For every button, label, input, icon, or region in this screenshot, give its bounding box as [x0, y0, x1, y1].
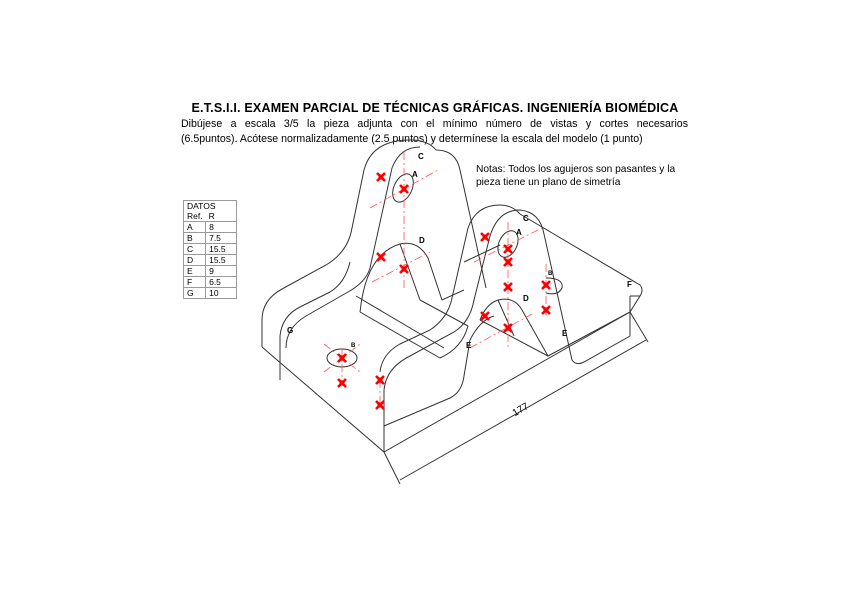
label-a1: A [412, 170, 418, 179]
label-e2: E [562, 329, 568, 338]
dimension-177: 177 [511, 401, 531, 419]
data-table-title: DATOS [182, 200, 238, 211]
label-g: G [287, 326, 293, 335]
instructions: Dibújese a escala 3/5 la pieza adjunta c… [181, 117, 688, 147]
notes-line-2: pieza tiene un plano de simetría [476, 177, 621, 188]
label-b1: B [351, 343, 356, 349]
label-e1: E [466, 341, 472, 350]
label-b2: B [548, 271, 553, 277]
label-c2: C [523, 214, 529, 223]
label-d1: D [419, 236, 425, 245]
notes: Notas: Todos los agujeros son pasantes y… [476, 163, 706, 189]
axis-lines [323, 152, 547, 406]
label-f: F [627, 280, 632, 289]
label-a2: A [516, 228, 522, 237]
label-c1: C [418, 152, 424, 161]
notes-line-1: Notas: Todos los agujeros son pasantes y… [476, 164, 676, 175]
instructions-line-2: (6.5puntos). Acótese normalizadamente (2… [181, 133, 643, 145]
instructions-line-1: Dibújese a escala 3/5 la pieza adjunta c… [181, 118, 688, 130]
part-outline [261, 139, 649, 485]
marker-icons [336, 171, 552, 411]
exam-title: E.T.S.I.I. EXAMEN PARCIAL DE TÉCNICAS GR… [191, 101, 679, 115]
label-d2: D [523, 294, 529, 303]
